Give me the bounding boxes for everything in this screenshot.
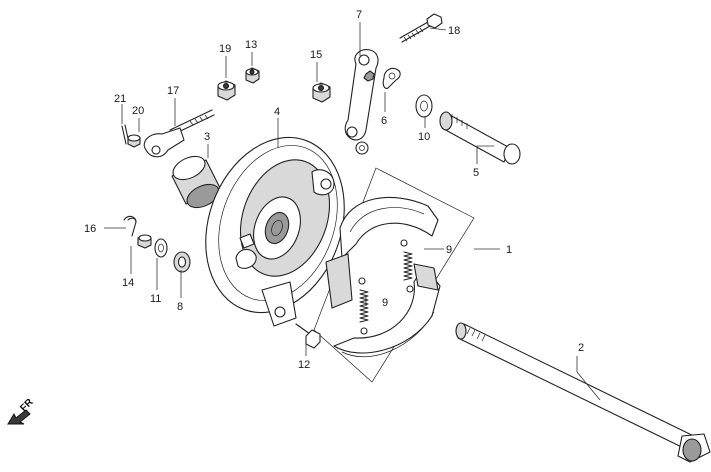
part-20-nut <box>127 134 141 148</box>
part-16-cotter-pin <box>123 215 137 237</box>
callout-4: 4 <box>274 106 280 118</box>
callout-17: 17 <box>167 85 179 97</box>
part-18-bolt <box>399 13 443 43</box>
part-6-indicator-plate <box>382 67 401 89</box>
part-8-dust-seal <box>173 251 191 273</box>
callout-10: 10 <box>418 131 430 143</box>
leader-lines <box>104 22 601 401</box>
part-19-nut <box>217 80 236 101</box>
callout-21: 21 <box>114 93 126 105</box>
callout-14: 14 <box>122 277 134 289</box>
callout-18: 18 <box>448 25 460 37</box>
part-4-brake-panel <box>205 136 345 327</box>
callout-2: 2 <box>578 342 584 354</box>
part-12-fitting <box>295 323 321 349</box>
callout-1: 1 <box>506 244 512 256</box>
callout-labels: 1 2 3 4 5 6 7 8 9 9 10 11 12 13 14 15 16… <box>84 9 584 371</box>
callout-7: 7 <box>356 9 362 21</box>
part-3-collar <box>171 155 221 209</box>
part-2-axle <box>455 322 711 463</box>
brake-shoe-lower <box>333 263 441 357</box>
part-15-nut <box>312 82 331 103</box>
part-17-eye-bolt <box>143 109 215 158</box>
part-11-washer <box>154 238 168 258</box>
callout-20: 20 <box>132 105 144 117</box>
part-14-nut <box>137 234 152 249</box>
callout-9-lower: 9 <box>382 297 388 309</box>
brake-shoe-upper <box>325 196 439 309</box>
part-13-nut <box>245 67 260 84</box>
part-10-washer <box>415 94 433 118</box>
callout-5: 5 <box>473 167 479 179</box>
callout-16: 16 <box>84 223 96 235</box>
callout-6: 6 <box>381 115 387 127</box>
callout-19: 19 <box>219 43 231 55</box>
front-direction-marker: FR <box>7 396 36 425</box>
part-9-spring-lower <box>358 277 369 335</box>
part-5-brake-cam <box>439 111 521 165</box>
callout-11: 11 <box>150 293 161 305</box>
callout-15: 15 <box>310 49 322 61</box>
part-9-spring-upper <box>400 239 414 293</box>
front-arrow-icon <box>7 409 31 425</box>
callout-13: 13 <box>245 39 257 51</box>
callout-8: 8 <box>177 301 183 313</box>
callout-12: 12 <box>298 359 310 371</box>
callout-9-upper: 9 <box>446 244 452 256</box>
part-7-brake-arm <box>344 49 379 155</box>
callout-3: 3 <box>204 131 210 143</box>
front-direction-label: FR <box>18 396 36 414</box>
